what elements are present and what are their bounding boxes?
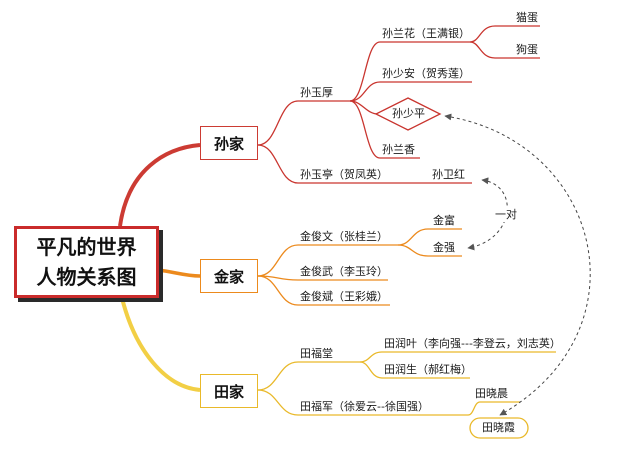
title-line-2: 人物关系图	[36, 265, 137, 289]
family-node-sun: 孙家	[200, 126, 258, 160]
node-jin-jinfu: 金富	[433, 214, 455, 227]
title-line-1: 平凡的世界	[36, 235, 137, 259]
node-jin-junwu: 金俊武（李玉玲）	[300, 265, 388, 278]
node-tian-runsheng: 田润生（郝红梅）	[384, 363, 472, 376]
node-tian-runye: 田润叶（李向强---李登云，刘志英）	[384, 337, 561, 350]
branch-root-sun	[118, 143, 201, 227]
node-sun-yuhou: 孙玉厚	[300, 86, 333, 99]
node-jin-junbin: 金俊斌（王彩娥）	[300, 290, 388, 303]
node-tian-fujun: 田福军（徐爱云--徐国强）	[300, 400, 429, 413]
root-title: 平凡的世界 人物关系图	[14, 226, 159, 298]
node-tian-xiaoxia: 田晓霞	[482, 421, 515, 434]
family-node-jin: 金家	[200, 259, 258, 293]
relation-arrow-shaoping-xiaoxia	[444, 113, 591, 416]
node-sun-shaoan: 孙少安（贺秀莲）	[382, 67, 470, 80]
node-tian-xiaochen: 田晓晨	[475, 387, 508, 400]
branch-root-tian	[120, 297, 201, 392]
node-jin-jinqiang: 金强	[433, 241, 455, 254]
relation-label-pair: 一对	[495, 208, 517, 222]
node-sun-goudan: 狗蛋	[516, 43, 538, 56]
node-sun-weihong: 孙卫红	[432, 168, 465, 181]
branch-root-jin	[157, 268, 201, 278]
node-sun-lanhua: 孙兰花（王满银）	[382, 27, 470, 40]
family-node-tian: 田家	[200, 374, 258, 408]
node-sun-lanxiang: 孙兰香	[382, 143, 415, 156]
node-tian-futang: 田福堂	[300, 347, 333, 360]
node-sun-maodan: 猫蛋	[516, 11, 538, 24]
node-sun-yuting: 孙玉亭（贺凤英）	[300, 168, 388, 181]
node-sun-shaoping: 孙少平	[392, 107, 425, 120]
node-jin-junwen: 金俊文（张桂兰）	[300, 230, 388, 243]
